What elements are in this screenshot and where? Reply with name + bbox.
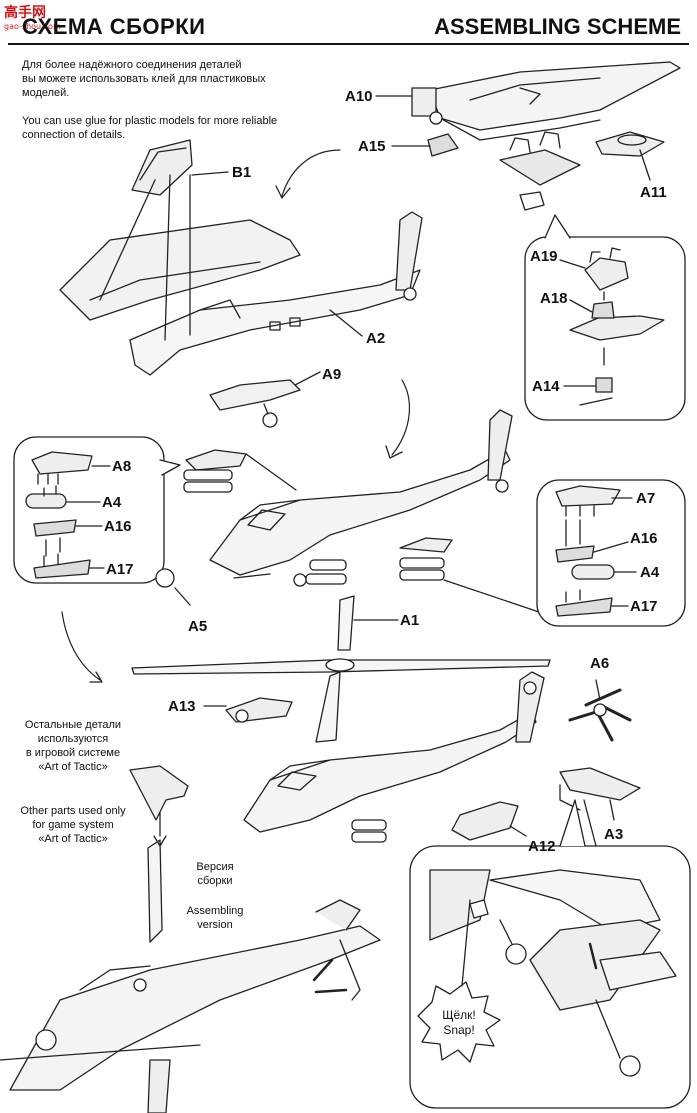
assembling-version-drawing: [0, 765, 381, 1113]
stage1-fuselage-drawing: [59, 139, 423, 428]
assembling-version-note-en: Assembling version: [186, 905, 244, 931]
part-label-a17-right: A17: [630, 598, 658, 615]
part-label-a12: A12: [528, 838, 556, 855]
part-label-a15: A15: [358, 138, 386, 155]
left-stub-wing-subassembly-drawing: [25, 451, 93, 579]
glue-note-ru: Для более надёжного соединения деталей в…: [22, 59, 266, 99]
part-label-a16-left: A16: [104, 518, 132, 535]
header-rule: [8, 43, 689, 45]
fuselage-interior-drawing: [411, 61, 681, 211]
part-label-a19: A19: [530, 248, 558, 265]
snap-callout: Щёлк! Snap!: [442, 1008, 476, 1037]
other-parts-note-en: Other parts used only for game system «A…: [20, 805, 126, 845]
part-label-a4-right: A4: [640, 564, 660, 581]
part-label-a16-right: A16: [630, 530, 658, 547]
part-label-a10: A10: [345, 88, 373, 105]
part-label-a1: A1: [400, 612, 420, 629]
part-label-a3: A3: [604, 826, 624, 843]
part-label-a11: A11: [640, 184, 667, 201]
part-label-a13: A13: [168, 698, 196, 715]
stage3-helicopter-drawing: [131, 595, 641, 843]
part-label-a4-left: A4: [102, 494, 122, 511]
part-label-a14: A14: [532, 378, 560, 395]
part-label-a2: A2: [366, 330, 386, 347]
site-logo: 高手网: [4, 5, 46, 21]
part-label-a17-left: A17: [106, 561, 134, 578]
part-label-a6: A6: [590, 655, 610, 672]
part-label-a8: A8: [112, 458, 132, 475]
title-english: ASSEMBLING SCHEME: [434, 14, 681, 39]
right-stub-wing-subassembly-drawing: [555, 485, 621, 617]
seat-subassembly-drawing: [569, 247, 665, 406]
other-parts-note-ru: Остальные детали используются в игровой …: [24, 719, 122, 773]
snap-detail-drawing: [429, 869, 677, 1077]
part-label-a5: A5: [188, 618, 208, 635]
part-label-a7: A7: [636, 490, 656, 507]
part-label-b1: B1: [232, 164, 252, 181]
site-logo-sub: gao-shou.com: [4, 22, 61, 31]
assembling-version-note-ru: Версия сборки: [196, 861, 234, 887]
glue-note-en: You can use glue for plastic models for …: [22, 115, 278, 141]
part-label-a18: A18: [540, 290, 568, 307]
page-header: 高手网 gao-shou.com СХЕМА СБОРКИ ASSEMBLING…: [0, 0, 697, 52]
stage2-helicopter-drawing: [155, 409, 513, 588]
part-label-a9: A9: [322, 366, 342, 383]
title-russian: СХЕМА СБОРКИ: [22, 14, 206, 39]
